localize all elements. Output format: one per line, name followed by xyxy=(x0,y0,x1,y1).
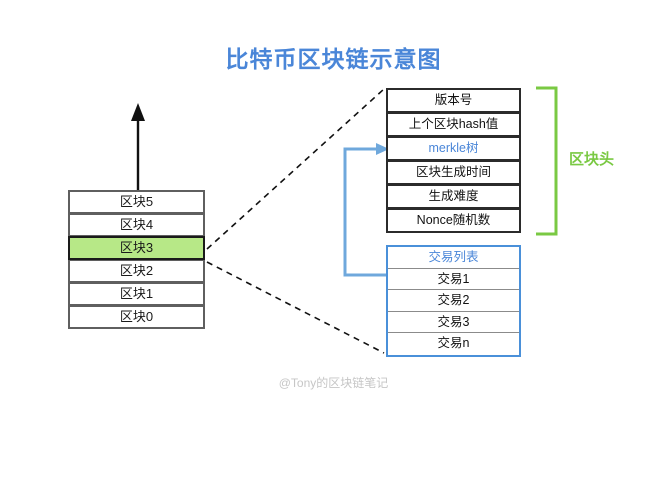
transaction-row[interactable]: 交易1 xyxy=(388,269,519,290)
chain-block-selected[interactable]: 区块3 xyxy=(68,236,205,260)
block-header-bracket xyxy=(536,86,558,236)
blockchain-stack: 区块5 区块4 区块3 区块2 区块1 区块0 xyxy=(68,190,205,329)
merkle-link-arrowhead xyxy=(376,143,389,155)
chain-growth-arrow xyxy=(131,103,145,191)
block-header-row-version[interactable]: 版本号 xyxy=(386,88,521,113)
block-header-bracket-label: 区块头 xyxy=(569,151,615,168)
transaction-row[interactable]: 交易3 xyxy=(388,312,519,333)
chain-block[interactable]: 区块1 xyxy=(68,282,205,306)
chain-block[interactable]: 区块5 xyxy=(68,190,205,214)
page-title: 比特币区块链示意图 xyxy=(225,46,442,72)
transaction-row[interactable]: 交易2 xyxy=(388,290,519,312)
chain-block[interactable]: 区块2 xyxy=(68,259,205,283)
block-header-row-nonce[interactable]: Nonce随机数 xyxy=(386,208,521,233)
watermark-text: @Tony的区块链笔记 xyxy=(278,376,389,390)
dashed-connector-bottom xyxy=(206,261,385,354)
block-header-row-prev-hash[interactable]: 上个区块hash值 xyxy=(386,112,521,137)
block-header-row-merkle[interactable]: merkle树 xyxy=(386,136,521,161)
dashed-connector-top xyxy=(206,88,385,250)
block-header-panel: 版本号 上个区块hash值 merkle树 区块生成时间 生成难度 Nonce随… xyxy=(386,88,521,233)
transaction-list-title: 交易列表 xyxy=(388,247,519,269)
transaction-row[interactable]: 交易n xyxy=(437,336,470,350)
block-header-row-difficulty[interactable]: 生成难度 xyxy=(386,184,521,209)
merkle-link-line xyxy=(343,147,386,277)
chain-block[interactable]: 区块0 xyxy=(68,305,205,329)
chain-block[interactable]: 区块4 xyxy=(68,213,205,237)
block-header-row-timestamp[interactable]: 区块生成时间 xyxy=(386,160,521,185)
transaction-list-panel: 交易列表 交易1 交易2 交易3 交易n xyxy=(386,245,521,357)
